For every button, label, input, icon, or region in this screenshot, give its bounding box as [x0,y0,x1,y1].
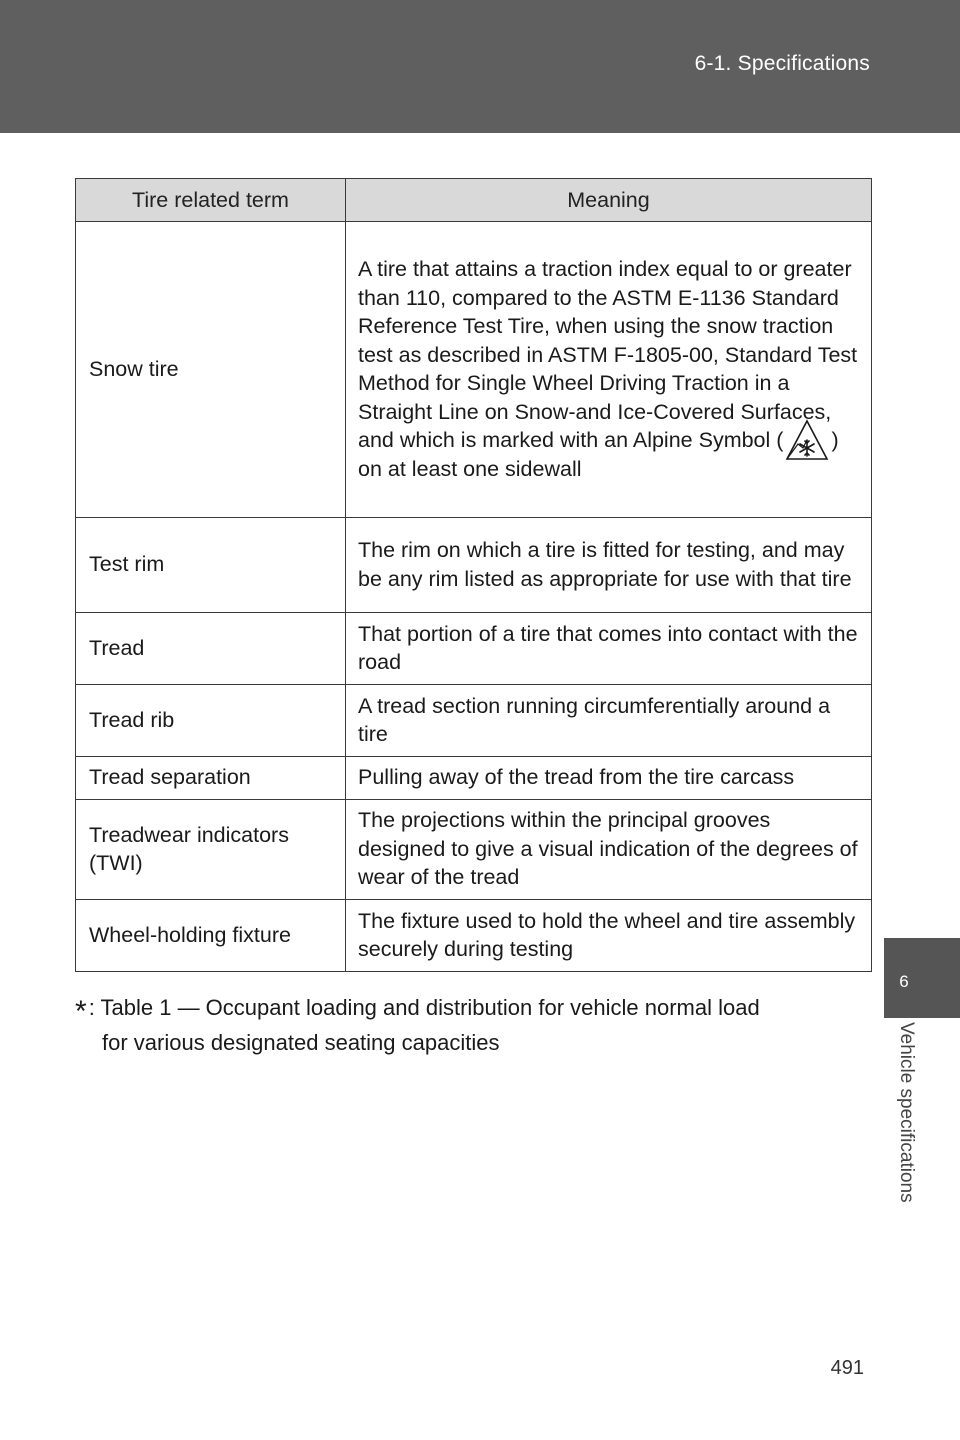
chapter-tab [884,938,960,1018]
chapter-label: Vehicle specifications [896,1022,917,1203]
footnote: *: Table 1 — Occupant loading and distri… [75,992,875,1058]
alpine-snowflake-mountain-icon [785,418,829,462]
table-row: Tread That portion of a tire that comes … [75,612,872,685]
table-row: Wheel-holding fixture The fixture used t… [75,899,872,972]
footnote-text-line1: : Table 1 — Occupant loading and distrib… [88,995,760,1020]
term-cell: Tread rib [75,684,346,757]
table-row: Snow tire A tire that attains a traction… [75,221,872,518]
footnote-marker: * [75,995,87,1028]
meaning-text: A tire that attains a traction index equ… [358,257,858,452]
footnote-text-line2: for various designated seating capacitie… [102,1030,500,1055]
chapter-number: 6 [899,972,909,991]
column-header-term: Tire related term [75,178,346,222]
page-number: 491 [830,1357,864,1379]
term-cell: Tread [75,612,346,685]
header-band [0,0,960,133]
term-cell: Treadwear indicators (TWI) [75,799,346,900]
term-cell: Wheel-holding fixture [75,899,346,972]
meaning-cell: The rim on which a tire is fitted for te… [345,517,872,613]
tire-terms-table: Tire related term Meaning Snow tire A ti… [75,178,872,972]
section-title: 6-1. Specifications [694,52,870,75]
table-row: Tread rib A tread section running circum… [75,684,872,757]
term-cell: Snow tire [75,221,346,518]
table-row: Tread separation Pulling away of the tre… [75,756,872,800]
meaning-cell: A tread section running circumferentiall… [345,684,872,757]
meaning-cell: A tire that attains a traction index equ… [345,221,872,518]
table-row: Test rim The rim on which a tire is fitt… [75,517,872,613]
meaning-cell: Pulling away of the tread from the tire … [345,756,872,800]
term-cell: Test rim [75,517,346,613]
term-cell: Tread separation [75,756,346,800]
meaning-text-end: ) on at least one sidewall [358,428,839,481]
table-header-row: Tire related term Meaning [75,178,872,222]
meaning-cell: The fixture used to hold the wheel and t… [345,899,872,972]
table-row: Treadwear indicators (TWI) The projectio… [75,799,872,900]
column-header-meaning: Meaning [345,178,872,222]
meaning-cell: The projections within the principal gro… [345,799,872,900]
meaning-cell: That portion of a tire that comes into c… [345,612,872,685]
